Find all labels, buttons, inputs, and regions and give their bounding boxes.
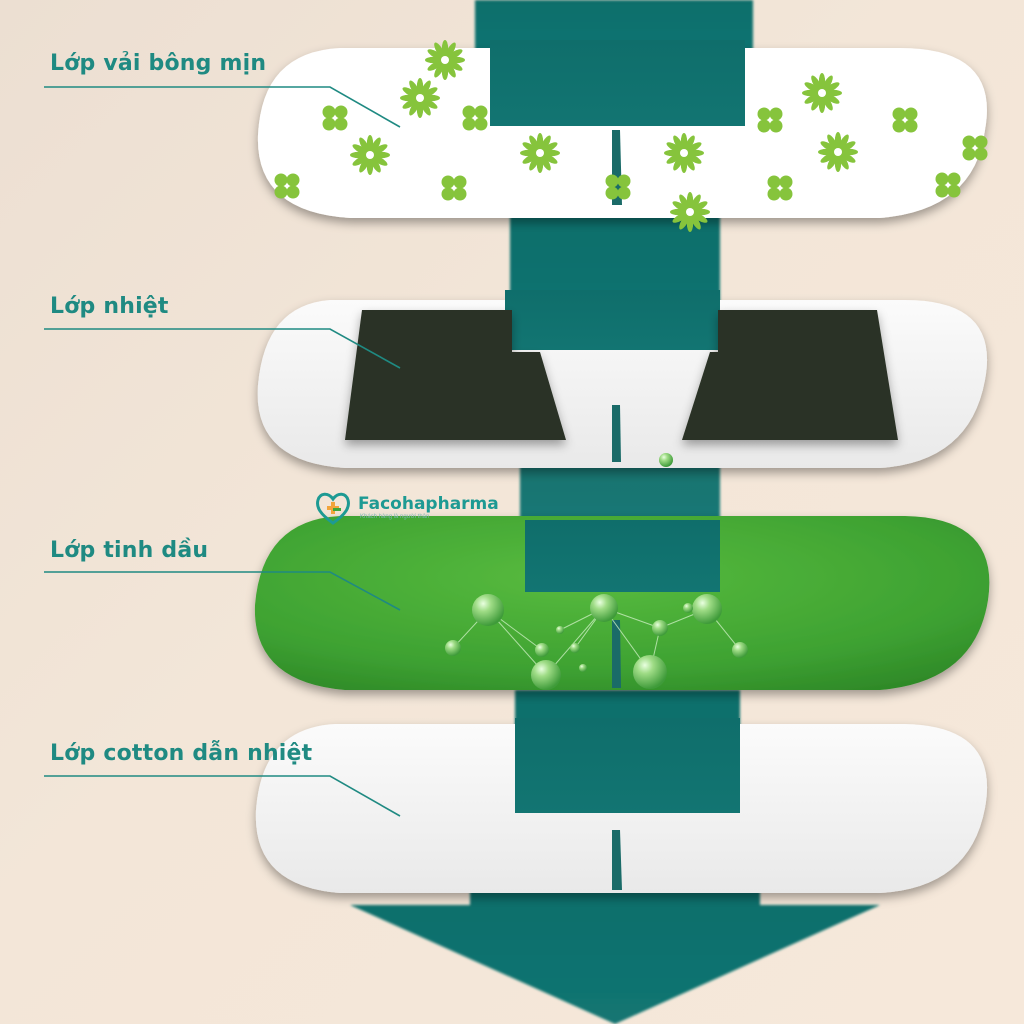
label-heat-layer: Lớp nhiệt xyxy=(50,294,169,319)
oil-droplets xyxy=(445,594,748,690)
leader-lines xyxy=(44,86,401,817)
brand-logo-icon xyxy=(316,492,350,525)
label-cotton-layer: Lớp cotton dẫn nhiệt xyxy=(50,741,313,766)
brand-name: Facohapharma xyxy=(358,494,499,514)
oil-layer xyxy=(254,516,990,690)
label-fabric-layer: Lớp vải bông mịn xyxy=(50,51,267,76)
brand-tagline: Khách hàng là người thân xyxy=(360,514,430,520)
heat-layer xyxy=(257,290,988,468)
cotton-layer xyxy=(255,718,988,893)
fabric-layer xyxy=(257,40,988,232)
label-oil-layer: Lớp tinh dầu xyxy=(50,538,209,563)
brand-logo: Facohapharma Khách hàng là người thân xyxy=(314,490,499,526)
